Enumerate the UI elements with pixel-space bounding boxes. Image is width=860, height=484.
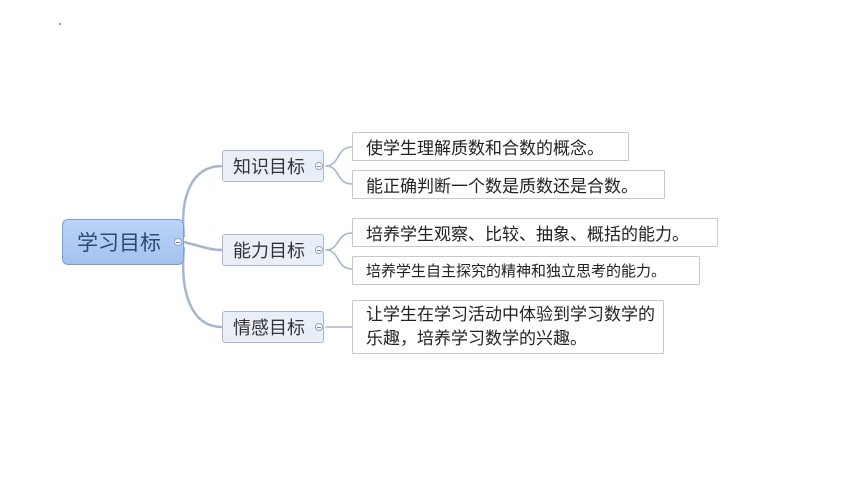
branch-knowledge[interactable]: 知识目标 xyxy=(222,150,324,182)
connector-root-emotion xyxy=(182,246,224,329)
leaf-label: 使学生理解质数和合数的概念。 xyxy=(366,139,604,159)
branch-ability[interactable]: 能力目标 xyxy=(222,234,324,266)
collapse-toggle-icon[interactable] xyxy=(315,162,323,170)
connector-root-ability xyxy=(182,240,224,252)
root-node[interactable]: 学习目标 xyxy=(62,219,184,265)
collapse-toggle-icon[interactable] xyxy=(315,323,323,331)
connector-knowledge-leaf-1 xyxy=(325,146,353,167)
collapse-toggle-icon[interactable] xyxy=(315,246,323,254)
leaf-label: 能正确判断一个数是质数还是合数。 xyxy=(366,177,638,197)
connector-knowledge-leaf-2 xyxy=(325,165,353,185)
connector-ability-leaf-1 xyxy=(325,232,353,251)
leaf-node[interactable]: 培养学生自主探究的精神和独立思考的能力。 xyxy=(352,256,700,285)
leaf-label: 培养学生自主探究的精神和独立思考的能力。 xyxy=(366,262,667,280)
root-label: 学习目标 xyxy=(77,231,161,255)
leaf-node[interactable]: 培养学生观察、比较、抽象、概括的能力。 xyxy=(352,218,718,247)
leaf-node[interactable]: 让学生在学习活动中体验到学习数学的乐趣，培养学习数学的兴趣。 xyxy=(352,300,664,354)
leaf-label: 让学生在学习活动中体验到学习数学的乐趣，培养学习数学的兴趣。 xyxy=(366,305,655,349)
stray-dot xyxy=(59,23,61,25)
collapse-toggle-icon[interactable] xyxy=(174,238,182,246)
leaf-node[interactable]: 能正确判断一个数是质数还是合数。 xyxy=(352,170,665,199)
branch-label: 能力目标 xyxy=(233,241,305,262)
connector-ability-leaf-2 xyxy=(325,249,353,270)
branch-emotion[interactable]: 情感目标 xyxy=(222,311,324,343)
leaf-label: 培养学生观察、比较、抽象、概括的能力。 xyxy=(366,225,689,245)
connector-root-knowledge xyxy=(182,164,224,238)
leaf-node[interactable]: 使学生理解质数和合数的概念。 xyxy=(352,132,629,161)
branch-label: 知识目标 xyxy=(233,157,305,178)
branch-label: 情感目标 xyxy=(233,318,305,339)
